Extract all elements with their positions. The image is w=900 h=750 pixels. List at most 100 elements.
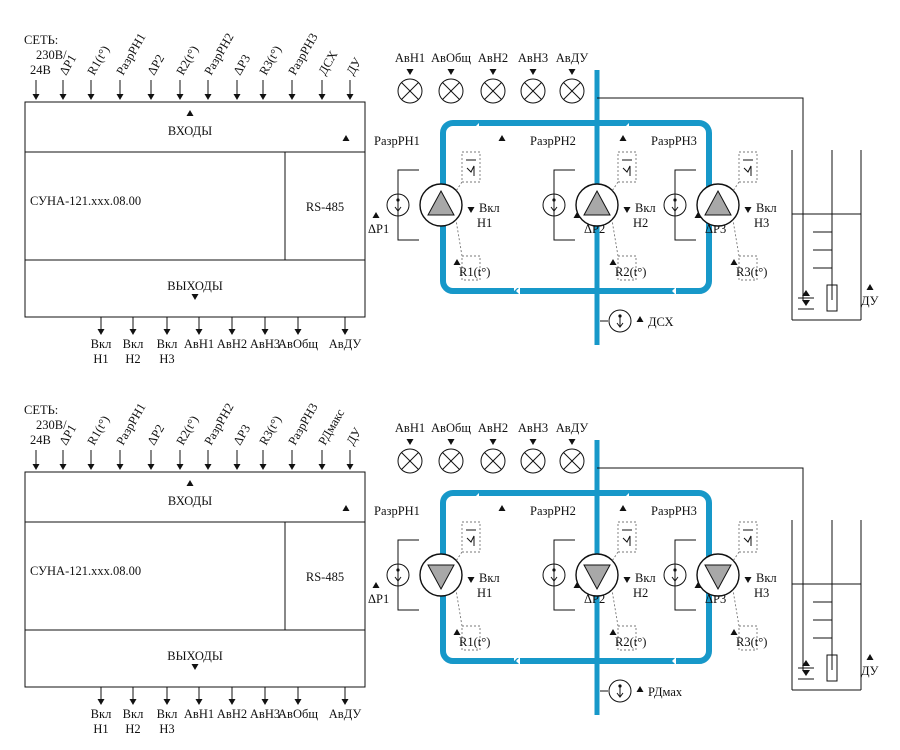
output-label: АвН2 (217, 707, 247, 721)
input-label: ΔР3 (230, 52, 253, 77)
pump-on-label: Вкл (635, 571, 656, 585)
pressure-diff-sensor-icon (542, 563, 566, 587)
enable-label: РазрРН3 (651, 504, 697, 518)
pump-icon (575, 183, 619, 227)
lamp-label: АвН3 (518, 421, 548, 435)
output-label: АвОбщ (278, 337, 318, 351)
pressure-diff-sensor-icon (386, 563, 410, 587)
pumps-group: ΔР1РазрРН1ВклН1R1(t°)ΔР2РазрРН2ВклН2R2(t… (342, 134, 777, 281)
input-label: R1(t°) (84, 43, 112, 77)
pressure-diff-sensor-icon (386, 193, 410, 217)
pumps-group: ΔР1РазрРН1ВклН1R1(t°)ΔР2РазрРН2ВклН2R2(t… (342, 504, 777, 651)
output-label: Н2 (125, 352, 140, 366)
output-label: Н1 (93, 722, 108, 736)
lamp-label: АвН2 (478, 51, 508, 65)
temp-sensor-label: R2(t°) (615, 265, 646, 279)
main-sensor-label: РДмах (648, 685, 683, 699)
input-label: РазрРН1 (113, 31, 148, 78)
input-label: РДмакс (315, 406, 347, 447)
enable-label: РазрРН1 (374, 504, 420, 518)
output-label: АвН1 (184, 707, 214, 721)
lamp-label: АвДУ (556, 51, 589, 65)
device-model: СУНА-121.xxx.08.00 (30, 564, 141, 578)
input-label: ΔР2 (144, 52, 167, 77)
pump-on-label: Вкл (756, 201, 777, 215)
lamp-label: АвН2 (478, 421, 508, 435)
interface-label: RS-485 (306, 200, 344, 214)
output-label: АвН3 (250, 707, 280, 721)
lamp-label: АвН1 (395, 51, 425, 65)
outputs-title: ВЫХОДЫ (167, 279, 223, 293)
pump-on-label: Вкл (479, 201, 500, 215)
output-label: Н3 (159, 352, 174, 366)
alarm-lamp-icon (438, 78, 464, 104)
pump-number-label: Н3 (754, 216, 769, 230)
pressure-diff-sensor-icon (542, 193, 566, 217)
pump-on-label: Вкл (756, 571, 777, 585)
alarm-lamp-icon (520, 78, 546, 104)
pressure-diff-sensor-icon (663, 193, 687, 217)
alarm-lamp-icon (397, 448, 423, 474)
output-label: Н3 (159, 722, 174, 736)
pump-number-label: Н1 (477, 216, 492, 230)
output-label: Вкл (157, 337, 178, 351)
svg-text:24В: 24В (30, 63, 51, 77)
enable-switch-icon (617, 521, 637, 553)
inputs-title: ВХОДЫ (168, 494, 212, 508)
pump-on-label: Вкл (635, 201, 656, 215)
pressure-diff-sensor-icon (663, 563, 687, 587)
alarm-lamp-icon (480, 78, 506, 104)
alarm-lamp-icon (520, 448, 546, 474)
power-label: СЕТЬ: 230В/ 24В (24, 403, 67, 447)
enable-label: РазрРН2 (530, 134, 576, 148)
output-label: Вкл (157, 707, 178, 721)
enable-switch-icon (461, 521, 481, 553)
enable-switch-icon (617, 151, 637, 183)
pump-icon (575, 553, 619, 597)
dp-label: ΔР1 (368, 592, 389, 606)
input-label: ΔР2 (144, 422, 167, 447)
input-label: ДУ (343, 425, 364, 447)
level-sensor-label: ДУ (861, 294, 879, 308)
alarm-lamp-icon (438, 448, 464, 474)
panel-top: ВХОДЫ СУНА-121.xxx.08.00 RS-485 ВЫХОДЫ С… (24, 31, 879, 366)
lamp-label: АвДУ (556, 421, 589, 435)
tank: ДУ (597, 97, 879, 321)
input-label: ДУ (343, 55, 364, 77)
input-label: ДСХ (315, 48, 340, 77)
alarm-lamp-icon (559, 448, 585, 474)
lamp-label: АвОбщ (431, 51, 471, 65)
lamp-label: АвН3 (518, 51, 548, 65)
input-label: R1(t°) (84, 413, 112, 447)
temp-sensor-label: R3(t°) (736, 635, 767, 649)
alarm-lamp-icon (559, 78, 585, 104)
output-label: Н1 (93, 352, 108, 366)
pump-icon (696, 553, 740, 597)
enable-switch-icon (738, 151, 758, 183)
pump-number-label: Н2 (633, 586, 648, 600)
pump-icon (419, 183, 463, 227)
enable-switch-icon (461, 151, 481, 183)
output-label: АвДУ (329, 337, 362, 351)
outputs-title: ВЫХОДЫ (167, 649, 223, 663)
pump-icon (419, 553, 463, 597)
controller-block: ВХОДЫ СУНА-121.xxx.08.00 RS-485 ВЫХОДЫ (24, 101, 366, 318)
tank: ДУ (597, 467, 879, 691)
output-label: Н2 (125, 722, 140, 736)
svg-text:СЕТЬ:: СЕТЬ: (24, 403, 58, 417)
temp-sensor-label: R3(t°) (736, 265, 767, 279)
device-model: СУНА-121.xxx.08.00 (30, 194, 141, 208)
output-label: АвДУ (329, 707, 362, 721)
pump-on-label: Вкл (479, 571, 500, 585)
svg-text:230В/: 230В/ (36, 48, 67, 62)
dp-label: ΔР1 (368, 222, 389, 236)
pump-number-label: Н3 (754, 586, 769, 600)
